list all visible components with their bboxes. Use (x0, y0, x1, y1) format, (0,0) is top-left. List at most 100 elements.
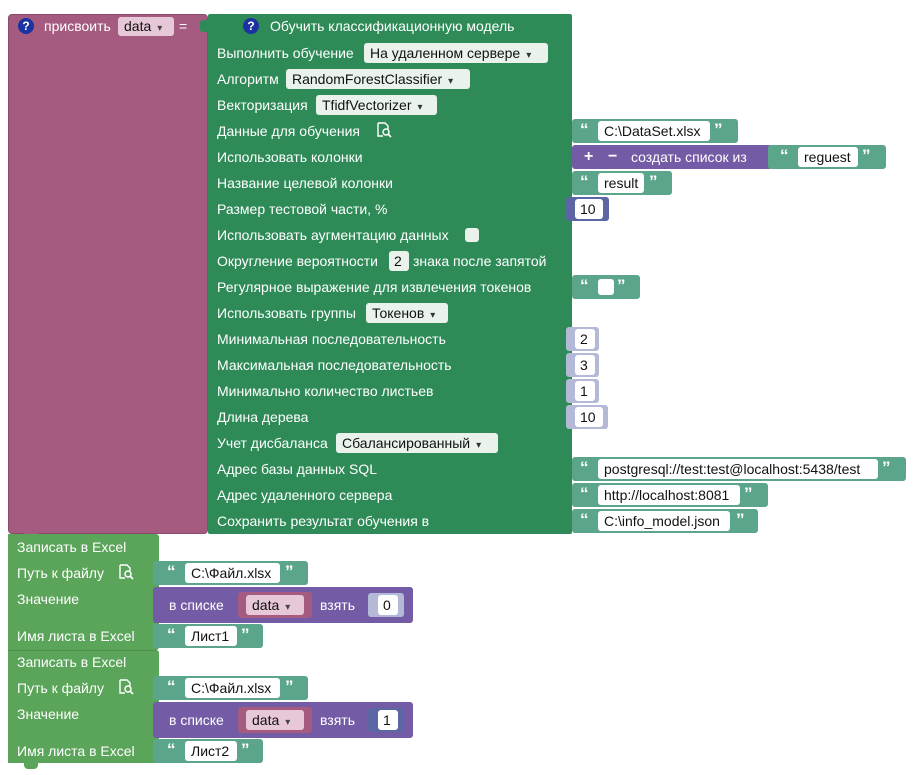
tree-depth-label: Длина дерева (217, 409, 309, 425)
quote-open-icon: “ (580, 172, 589, 191)
tree-depth-input[interactable]: 10 (575, 407, 603, 427)
file-search-icon[interactable] (118, 679, 134, 695)
chevron-down-icon: ▾ (285, 717, 291, 728)
assign-operator: = (179, 18, 188, 34)
index-input-2[interactable]: 1 (378, 710, 398, 730)
minus-icon[interactable]: − (608, 148, 618, 165)
remote-server-label: Адрес удаленного сервера (217, 487, 393, 503)
regex-label: Регулярное выражение для извлечения токе… (217, 279, 532, 295)
help-icon[interactable]: ? (243, 18, 259, 34)
assign-block[interactable] (8, 14, 208, 534)
min-leaf-label: Минимально количество листьев (217, 383, 434, 399)
regex-input[interactable] (598, 279, 614, 295)
imbalance-value: Сбалансированный (342, 435, 471, 451)
quote-close-icon: ” (649, 172, 658, 191)
execute-label: Выполнить обучение (217, 45, 354, 61)
excel-2-bottom-tab (24, 761, 38, 769)
test-size-input[interactable]: 10 (575, 199, 603, 219)
target-column-label: Название целевой колонки (217, 175, 393, 191)
chevron-down-icon: ▾ (476, 440, 482, 451)
train-model-block[interactable] (208, 14, 572, 534)
excel-1-sheet-input[interactable]: Лист1 (185, 626, 237, 646)
assign-variable-dropdown[interactable]: data ▾ (118, 17, 174, 36)
quote-open-icon: “ (580, 484, 589, 503)
excel-2-value-label: Значение (17, 706, 80, 722)
quote-open-icon: “ (580, 276, 589, 295)
quote-close-icon: ” (241, 740, 250, 759)
quote-open-icon: “ (580, 510, 589, 529)
use-columns-label: Использовать колонки (217, 149, 363, 165)
algorithm-value: RandomForestClassifier (292, 71, 443, 87)
min-leaf-input[interactable]: 1 (575, 381, 595, 401)
chevron-down-icon: ▾ (430, 310, 436, 321)
quote-open-icon: “ (167, 625, 176, 644)
chevron-down-icon: ▾ (417, 102, 423, 113)
quote-close-icon: ” (736, 510, 745, 529)
min-sequence-input[interactable]: 2 (575, 329, 595, 349)
excel-1-value-label: Значение (17, 591, 80, 607)
file-search-icon[interactable] (376, 122, 392, 138)
augmentation-label: Использовать аугментацию данных (217, 227, 449, 243)
augmentation-checkbox[interactable] (465, 228, 479, 242)
use-groups-label: Использовать группы (217, 305, 356, 321)
quote-close-icon: ” (744, 484, 753, 503)
algorithm-label: Алгоритм (217, 71, 279, 87)
create-list-block[interactable] (572, 145, 772, 169)
algorithm-dropdown[interactable]: RandomForestClassifier▾ (286, 69, 470, 89)
excel-2-sheet-label: Имя листа в Excel (17, 743, 135, 759)
index-input-1[interactable]: 0 (378, 595, 398, 615)
training-data-input[interactable]: C:\DataSet.xlsx (598, 121, 710, 141)
excel-2-title: Записать в Excel (17, 654, 127, 670)
list-variable-value: data (252, 597, 280, 613)
imbalance-dropdown[interactable]: Сбалансированный ▾ (336, 433, 498, 453)
remote-server-input[interactable]: http://localhost:8081 (598, 485, 740, 505)
test-size-label: Размер тестовой части, % (217, 201, 388, 217)
excel-2-path-label: Путь к файлу (17, 680, 104, 696)
take-label: взять (320, 712, 355, 728)
target-column-input[interactable]: result (598, 173, 644, 193)
excel-2-sheet-input[interactable]: Лист2 (185, 741, 237, 761)
assign-variable-label: data (124, 18, 152, 34)
train-title: Обучить классификационную модель (270, 18, 515, 34)
file-search-icon[interactable] (118, 564, 134, 580)
training-data-label: Данные для обучения (217, 123, 360, 139)
excel-1-path-input[interactable]: C:\Файл.xlsx (185, 563, 280, 583)
chevron-down-icon: ▾ (526, 50, 532, 61)
save-result-input[interactable]: C:\info_model.json (598, 511, 730, 531)
max-sequence-label: Максимальная последовательность (217, 357, 452, 373)
quote-close-icon: ” (882, 458, 891, 477)
train-block-connector-notch (200, 20, 210, 32)
rounding-input[interactable]: 2 (389, 251, 409, 271)
chevron-down-icon: ▾ (285, 602, 291, 613)
execute-dropdown[interactable]: На удаленном сервере▾ (364, 43, 548, 63)
list-variable-dropdown-2[interactable]: data ▾ (246, 710, 304, 730)
max-sequence-input[interactable]: 3 (575, 355, 595, 375)
excel-2-path-input[interactable]: C:\Файл.xlsx (185, 678, 280, 698)
imbalance-label: Учет дисбаланса (217, 435, 328, 451)
columns-input[interactable]: reguest (798, 147, 858, 167)
groups-value: Токенов (372, 305, 425, 321)
write-excel-block-2[interactable] (8, 650, 159, 763)
excel-1-sheet-label: Имя листа в Excel (17, 628, 135, 644)
vectorization-dropdown[interactable]: TfidfVectorizer ▾ (316, 95, 437, 115)
groups-dropdown[interactable]: Токенов ▾ (366, 303, 448, 323)
chevron-down-icon: ▾ (157, 23, 163, 34)
in-list-label: в списке (169, 597, 224, 613)
list-variable-value: data (252, 712, 280, 728)
min-sequence-label: Минимальная последовательность (217, 331, 446, 347)
quote-open-icon: “ (580, 458, 589, 477)
sql-address-label: Адрес базы данных SQL (217, 461, 378, 477)
excel-1-title: Записать в Excel (17, 539, 127, 555)
write-excel-block-1[interactable] (8, 534, 159, 650)
plus-icon[interactable]: + (584, 148, 594, 165)
list-variable-dropdown-1[interactable]: data ▾ (246, 595, 304, 615)
vectorization-value: TfidfVectorizer (322, 97, 412, 113)
rounding-label: Округление вероятности (217, 253, 379, 269)
sql-address-input[interactable]: postgresql://test:test@localhost:5438/te… (598, 459, 878, 479)
quote-open-icon: “ (167, 677, 176, 696)
quote-close-icon: ” (862, 146, 871, 165)
quote-close-icon: ” (617, 276, 626, 295)
help-icon[interactable]: ? (18, 18, 34, 34)
assign-label: присвоить (44, 18, 111, 34)
quote-close-icon: ” (285, 562, 294, 581)
